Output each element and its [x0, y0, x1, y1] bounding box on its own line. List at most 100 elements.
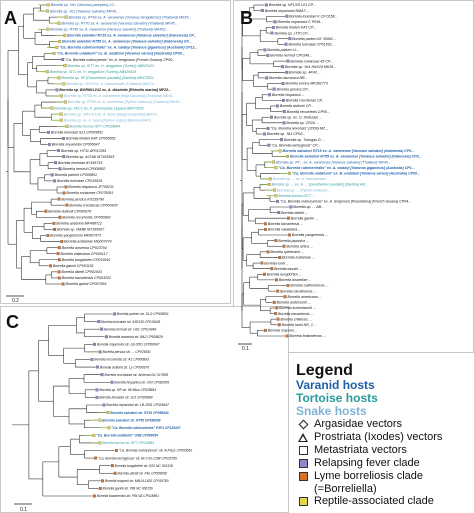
- clade-marker: [53, 227, 57, 231]
- clade-marker: [64, 185, 68, 189]
- orange-square-icon: [296, 472, 310, 481]
- clade-marker: [60, 94, 64, 98]
- leaf-label: Borrelia sp. Ve1 (Varanus panoptes) LC..…: [51, 3, 117, 7]
- leaf-label: Borrelia bissettiae ...: [279, 278, 312, 282]
- leaf-label: Borrelia sp. ex. A. latum [Python regius…: [64, 118, 154, 122]
- leaf-label: Borrelia turdi ...: [264, 261, 288, 265]
- clade-marker: [263, 272, 266, 276]
- legend-lyme-row: Lyme borreliosis clade: [296, 470, 472, 483]
- legend-relapsing-row: Relapsing fever clade: [296, 457, 472, 470]
- yellow-square-icon: [296, 497, 310, 506]
- leaf-label: Borrelia sp. Tortugas D ...: [284, 138, 325, 142]
- leaf-label: Borrelia turicatae str. 91E135 CP015629: [101, 320, 160, 324]
- leaf-label: Borrelia sp. CR2A ...: [286, 121, 319, 125]
- leaf-label: Borrelia mayonii ...: [268, 329, 298, 333]
- clade-marker: [278, 256, 282, 259]
- clade-marker: [263, 328, 267, 332]
- leaf-label: Borrelia yangtzensis MK607473: [50, 234, 101, 238]
- leaf-label: Borrelia miyamotoi C P036...: [278, 20, 324, 24]
- clade-marker: [57, 76, 61, 80]
- clade-marker: [65, 124, 69, 128]
- leaf-label: Borrelia yangtzensis ...: [292, 233, 328, 237]
- legend-reptile-row: Reptile-associated clade: [296, 495, 472, 508]
- panel-a-scale-label: 0.2: [12, 298, 19, 304]
- clade-marker: [61, 282, 65, 286]
- clade-marker: [270, 31, 274, 35]
- leaf-label: Borrelia garinii str. PBi NC 006156: [103, 487, 153, 491]
- leaf-label: Borrelia coriaceae 45 CP...: [290, 59, 332, 63]
- clade-marker: [58, 167, 62, 171]
- leaf-label: Borrelia sp. BGR6KLV12 ex. A. dissimile …: [59, 88, 171, 92]
- clade-marker: [266, 54, 270, 57]
- clade-marker: [285, 334, 289, 338]
- leaf-label: Borrelia burgdorferi CP019916: [62, 258, 111, 262]
- clade-marker: [59, 112, 63, 116]
- leaf-label: Borrelia garinii CP003151: [53, 264, 94, 268]
- leaf-label: "Ca. Borrelia rubricentralis" P3F1 CP128…: [112, 426, 181, 430]
- leaf-label: Borrelia salvatori RT15 ex. A. varanense…: [67, 34, 196, 38]
- clade-marker: [57, 270, 61, 274]
- clade-marker: [58, 39, 62, 43]
- leaf-label: Borrelia sp. NFL3/S L01 CP...: [269, 3, 316, 7]
- leaf-label: Borrelia sp. TA1 CP02...: [267, 132, 305, 136]
- leaf-label: Borrelia sp. ... AB...: [293, 205, 324, 209]
- leaf-label: Borrelia recurrentis CP000993: [62, 215, 110, 219]
- clade-marker: [57, 276, 61, 280]
- leaf-label: Borrelia sp. RT49 sa. A. varanense [Vara…: [69, 15, 192, 19]
- leaf-label: Borrelia persica CP...: [277, 87, 311, 91]
- clade-marker: [52, 52, 56, 55]
- clade-marker: [265, 76, 269, 80]
- leaf-label: Borrelia americana ...: [288, 295, 322, 299]
- leaf-label: Borrelia sp. RT70 sa. A. varanense [Vara…: [62, 21, 178, 25]
- leaf-label: Borrelia sp. RT... ex. A. varanense [Var…: [276, 160, 391, 164]
- clade-marker: [272, 160, 276, 164]
- leaf-label: Borrelia sp. HT31 AP013381: [61, 149, 107, 153]
- leaf-label: Borrelia parkeri AY 35962...: [292, 37, 336, 41]
- clade-marker: [278, 149, 282, 153]
- clade-marker: [110, 380, 114, 384]
- leaf-label: Borrelia afzelii ...: [281, 211, 308, 215]
- leaf-label: Borrelia spielmanii ...: [271, 250, 304, 254]
- clade-marker: [45, 70, 49, 74]
- leaf-label: Borrelia andersonii ...: [277, 301, 311, 305]
- clade-marker: [274, 194, 278, 198]
- clade-marker: [60, 240, 64, 243]
- leaf-label: Borrelia crocidurae CP003426: [69, 203, 117, 207]
- leaf-label: Borrelia valaisiana CP009117: [60, 252, 108, 256]
- clade-marker: [281, 82, 285, 85]
- clade-marker: [105, 335, 108, 339]
- clade-marker: [52, 221, 56, 225]
- leaf-label: Borrelia miyamotoi CP006647: [52, 143, 101, 147]
- clade-marker: [282, 98, 285, 102]
- leaf-label: Borrelia mayonii str. MN14-1420 CP015780: [105, 479, 169, 483]
- leaf-label: Borrelia duttonii CP000976: [48, 209, 91, 213]
- clade-marker: [282, 110, 286, 114]
- panel-b-scale-label: 0.1: [242, 346, 249, 352]
- leaf-label: Borrelia sp. ... ex. A. ... [Geochelone …: [272, 183, 368, 187]
- clade-marker: [57, 197, 61, 201]
- clade-marker: [46, 3, 50, 7]
- clade-marker: [46, 9, 49, 13]
- panel-b-letter: B: [240, 8, 253, 28]
- clade-marker: [94, 456, 98, 460]
- leaf-label: Borrelia crocidurae str. Achema NC 01780…: [105, 373, 169, 377]
- clade-marker: [57, 149, 60, 152]
- legend-argasidae-label: Argasidae vectors: [314, 418, 403, 430]
- clade-marker: [54, 161, 58, 165]
- clade-marker: [100, 373, 104, 377]
- clade-marker: [58, 215, 62, 219]
- leaf-label: Borrelia persica str. ... CP075081: [102, 350, 151, 354]
- leaf-label: Borrelia sp. 5P [Geochelone pardalis] (Z…: [61, 76, 153, 80]
- leaf-label: Borrelia anserina CP013704: [62, 246, 107, 250]
- leaf-label: Borrelia hispanica str. CRI CP082009: [114, 380, 169, 384]
- leaf-label: Borrelia sp. Ve1 HKK19 MK36...: [285, 65, 336, 69]
- leaf-label: Borrelia crocidurae CP...: [286, 99, 325, 103]
- leaf-label: Borrelia theileri KAT CP005851: [66, 137, 116, 141]
- clade-marker: [264, 227, 267, 231]
- leaf-label: Borrelia salvatori RT15 ex. A. varanense…: [283, 149, 415, 153]
- clade-marker: [268, 93, 272, 97]
- leaf-label: Borrelia salvatori str. RT55 CP098936: [102, 418, 160, 422]
- clade-marker: [275, 306, 279, 310]
- leaf-label: Borrelia turcica str. IST7 CP028884: [102, 441, 154, 445]
